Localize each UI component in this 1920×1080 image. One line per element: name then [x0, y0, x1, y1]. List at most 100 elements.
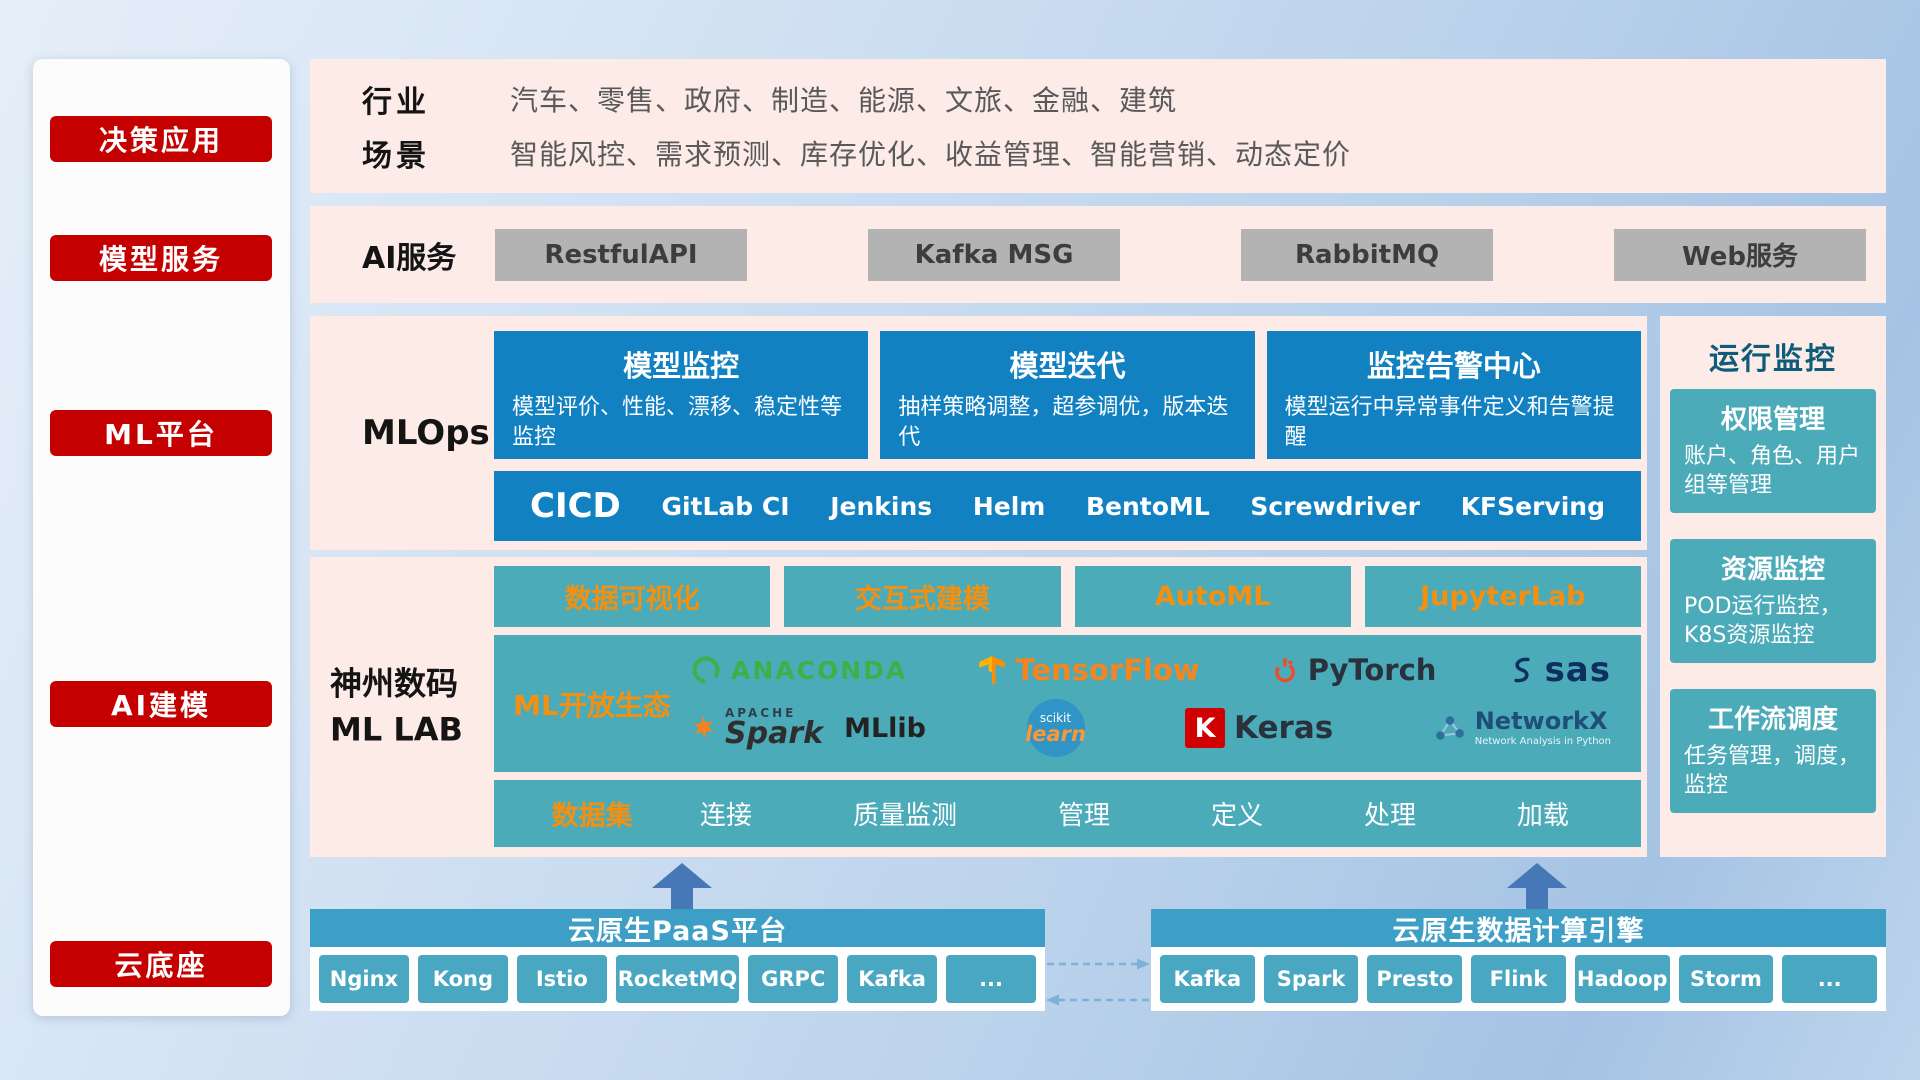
- cicd-tool-jenkins: Jenkins: [830, 491, 933, 521]
- resource-monitoring-card: 资源监控 POD运行监控，K8S资源监控: [1670, 539, 1876, 663]
- jupyterlab-button[interactable]: JupyterLab: [1364, 566, 1641, 627]
- arrow-stem: [1526, 888, 1548, 909]
- chip-kong[interactable]: Kong: [417, 955, 508, 1003]
- cicd-tool-gitlab-ci: GitLab CI: [661, 491, 790, 521]
- pytorch-icon: [1274, 658, 1295, 683]
- dataset-item-load: 加载: [1516, 801, 1569, 831]
- ecosystem-logos-row2: APACHE Spark MLlib scikit learn K Keras: [690, 699, 1611, 757]
- model-iteration-desc: 抽样策略调整，超参调优，版本迭代: [898, 395, 1229, 450]
- industry-label: 行业: [362, 85, 430, 120]
- anaconda-logo: ANACONDA: [690, 654, 907, 686]
- ml-ecosystem-label: ML开放生态: [513, 688, 671, 722]
- cicd-bar: CICD GitLab CI Jenkins Helm BentoML Scre…: [494, 471, 1641, 541]
- workflow-scheduling-desc: 任务管理，调度，监控: [1684, 744, 1861, 798]
- cicd-tool-kfserving: KFServing: [1460, 491, 1605, 521]
- data-flow-arrows-icon: [1046, 958, 1150, 1006]
- resource-monitoring-title: 资源监控: [1720, 555, 1825, 585]
- arrow-head: [652, 863, 712, 888]
- dataset-item-define: 定义: [1210, 801, 1263, 831]
- chip-more-engine[interactable]: ...: [1782, 955, 1878, 1003]
- industry-row: 行业 汽车、零售、政府、制造、能源、文旅、金融、建筑: [362, 77, 1866, 121]
- model-iteration-title: 模型迭代: [1009, 349, 1126, 383]
- kafka-msg-button[interactable]: Kafka MSG: [868, 228, 1120, 281]
- spark-wordmark: Spark: [725, 716, 824, 751]
- ml-lab-label-line2: ML LAB: [330, 711, 463, 749]
- nav-ai-modeling-button[interactable]: AI建模: [50, 681, 272, 727]
- permission-management-card: 权限管理 账户、角色、用户组等管理: [1670, 389, 1876, 513]
- engine-up-arrow-icon: [1507, 863, 1567, 909]
- chip-nginx[interactable]: Nginx: [319, 955, 409, 1003]
- chip-grpc[interactable]: GRPC: [748, 955, 839, 1003]
- tensorflow-logo: TensorFlow: [978, 653, 1200, 687]
- learn-wordmark: learn: [1025, 721, 1086, 746]
- chip-rocketmq[interactable]: RocketMQ: [615, 955, 740, 1003]
- nav-model-service-button[interactable]: 模型服务: [50, 235, 272, 281]
- dataset-item-manage: 管理: [1057, 801, 1110, 831]
- chip-kafka[interactable]: Kafka: [847, 955, 938, 1003]
- dataset-item-connect: 连接: [700, 801, 753, 831]
- scikit-learn-logo: scikit learn: [1025, 699, 1086, 757]
- automl-button[interactable]: AutoML: [1074, 566, 1351, 627]
- ai-service-label: AI服务: [362, 240, 457, 276]
- anaconda-icon: [692, 656, 720, 684]
- chip-spark[interactable]: Spark: [1263, 955, 1359, 1003]
- paas-platform-bar: 云原生PaaS平台: [310, 909, 1045, 947]
- dataset-item-process: 处理: [1363, 801, 1416, 831]
- chip-istio[interactable]: Istio: [516, 955, 607, 1003]
- ml-open-ecosystem-panel: ML开放生态 ANACONDA TensorFlow PyTorch: [494, 635, 1641, 772]
- scenario-label: 场景: [362, 139, 430, 174]
- alert-center-desc: 模型运行中异常事件定义和告警提醒: [1284, 395, 1615, 450]
- interactive-modeling-button[interactable]: 交互式建模: [784, 566, 1061, 627]
- ml-lab-tool-buttons: 数据可视化 交互式建模 AutoML JupyterLab: [494, 566, 1641, 627]
- alert-center-card: 监控告警中心 模型运行中异常事件定义和告警提醒: [1266, 331, 1641, 459]
- pytorch-logo: PyTorch: [1271, 653, 1437, 687]
- sas-wordmark: sas: [1544, 650, 1611, 690]
- model-monitoring-card: 模型监控 模型评价、性能、漂移、稳定性等监控: [494, 331, 869, 459]
- nav-ml-platform-button[interactable]: ML平台: [50, 410, 272, 456]
- dataset-label: 数据集: [551, 801, 633, 832]
- sas-icon: [1513, 657, 1530, 683]
- engine-components-strip: Kafka Spark Presto Flink Hadoop Storm ..…: [1151, 947, 1886, 1011]
- alert-center-title: 监控告警中心: [1366, 349, 1541, 383]
- tensorflow-icon: [979, 656, 1006, 685]
- restfulapi-button[interactable]: RestfulAPI: [495, 228, 747, 281]
- cicd-tool-screwdriver: Screwdriver: [1250, 491, 1421, 521]
- dataset-item-quality: 质量监测: [852, 801, 957, 831]
- web-service-button[interactable]: Web服务: [1614, 228, 1866, 281]
- networkx-icon: [1435, 716, 1464, 740]
- pytorch-wordmark: PyTorch: [1307, 653, 1437, 687]
- rabbitmq-button[interactable]: RabbitMQ: [1241, 228, 1493, 281]
- nav-decision-apps-button[interactable]: 决策应用: [50, 116, 272, 162]
- model-monitoring-title: 模型监控: [623, 349, 740, 383]
- model-monitoring-desc: 模型评价、性能、漂移、稳定性等监控: [512, 395, 843, 450]
- ml-lab-label-line1: 神州数码: [330, 664, 459, 703]
- paas-up-arrow-icon: [652, 863, 712, 909]
- data-engine-bar: 云原生数据计算引擎: [1151, 909, 1886, 947]
- mlops-label: MLOps: [362, 413, 490, 453]
- nav-cloud-base-button[interactable]: 云底座: [50, 941, 272, 987]
- chip-storm[interactable]: Storm: [1678, 955, 1774, 1003]
- scenario-row: 场景 智能风控、需求预测、库存优化、收益管理、智能营销、动态定价: [362, 131, 1866, 175]
- ai-service-buttons: RestfulAPI Kafka MSG RabbitMQ Web服务: [495, 228, 1886, 281]
- ecosystem-logos-row1: ANACONDA TensorFlow PyTorch sas: [690, 650, 1611, 690]
- anaconda-wordmark: ANACONDA: [731, 655, 908, 685]
- chip-kafka-engine[interactable]: Kafka: [1160, 955, 1255, 1003]
- ml-lab-panel: 神州数码 ML LAB 数据可视化 交互式建模 AutoML JupyterLa…: [310, 557, 1647, 857]
- ecosystem-logos: ANACONDA TensorFlow PyTorch sas: [690, 635, 1641, 772]
- ai-service-panel: AI服务 RestfulAPI Kafka MSG RabbitMQ Web服务: [310, 206, 1886, 303]
- keras-icon: K: [1185, 708, 1226, 748]
- chip-hadoop[interactable]: Hadoop: [1574, 955, 1670, 1003]
- apache-wordmark: APACHE: [725, 706, 797, 720]
- scikit-wordmark: scikit: [1039, 710, 1072, 725]
- model-iteration-card: 模型迭代 抽样策略调整，超参调优，版本迭代: [880, 331, 1255, 459]
- chip-more-paas[interactable]: ...: [946, 955, 1037, 1003]
- chip-presto[interactable]: Presto: [1367, 955, 1463, 1003]
- cicd-label: CICD: [530, 486, 621, 526]
- data-visualization-button[interactable]: 数据可视化: [494, 566, 771, 627]
- tensorflow-wordmark: TensorFlow: [1015, 653, 1200, 687]
- paas-components-strip: Nginx Kong Istio RocketMQ GRPC Kafka ...: [310, 947, 1045, 1011]
- spark-mllib-logo: APACHE Spark MLlib: [690, 707, 926, 749]
- chip-flink[interactable]: Flink: [1471, 955, 1566, 1003]
- arrow-head: [1507, 863, 1567, 888]
- sas-logo: sas: [1508, 650, 1611, 690]
